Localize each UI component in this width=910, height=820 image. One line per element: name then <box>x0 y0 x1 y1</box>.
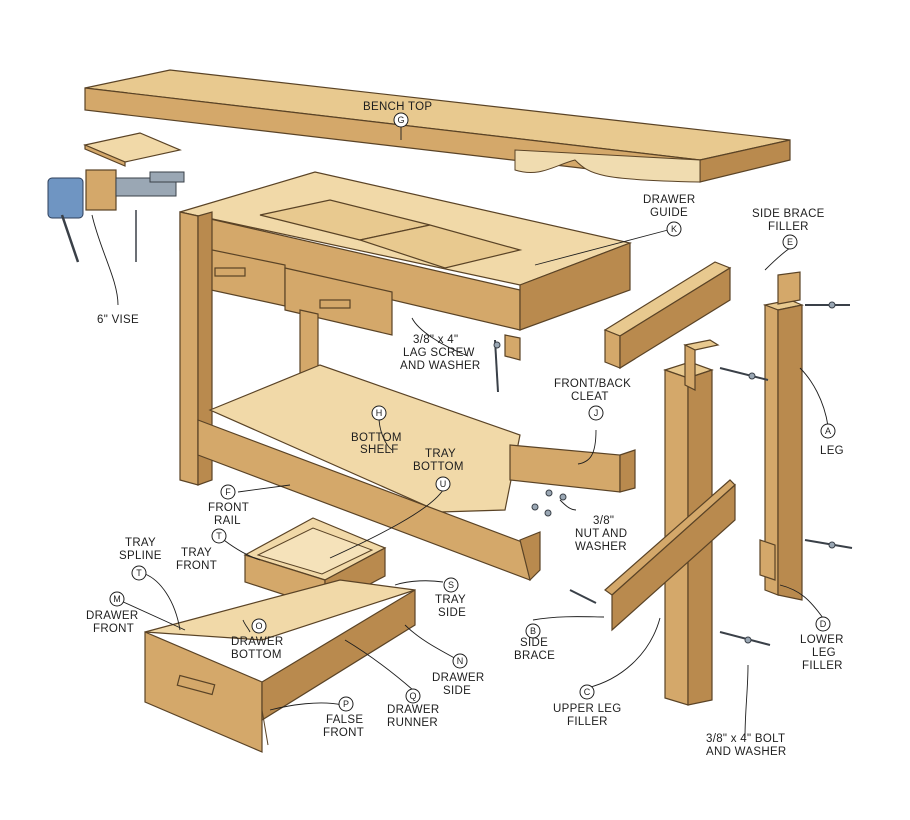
svg-text:P: P <box>343 699 349 709</box>
badge-t-front: T <box>211 528 227 544</box>
badges: G K E H J U A F T T M O S B D N Q P C <box>109 112 836 712</box>
badge-g: G <box>393 112 409 128</box>
label-side-brace-filler-2: FILLER <box>768 221 809 233</box>
label-upper-leg-filler-2: FILLER <box>567 716 608 728</box>
label-drawer-bottom-1: DRAWER <box>231 636 283 648</box>
svg-text:D: D <box>820 619 827 629</box>
svg-text:T: T <box>216 531 222 541</box>
label-vise: 6" VISE <box>97 314 139 326</box>
badge-u: U <box>435 476 451 492</box>
svg-text:B: B <box>530 626 536 636</box>
label-false-front-1: FALSE <box>326 714 363 726</box>
svg-text:J: J <box>594 408 599 418</box>
bench-top-part <box>84 69 791 183</box>
badge-n: N <box>452 653 468 669</box>
bench-frame <box>179 171 636 582</box>
drawer-part <box>144 579 416 753</box>
leader-lines <box>91 125 829 739</box>
label-bottom-shelf-2: SHELF <box>360 444 399 456</box>
label-leg: LEG <box>820 445 844 457</box>
label-drawer-runner-1: DRAWER <box>387 704 439 716</box>
badge-m: M <box>109 591 125 607</box>
svg-text:E: E <box>787 237 793 247</box>
label-bolt-1: 3/8" x 4" BOLT <box>706 733 785 745</box>
label-drawer-front-1: DRAWER <box>86 610 138 622</box>
label-drawer-side-1: DRAWER <box>432 672 484 684</box>
vise-part <box>47 132 185 263</box>
label-bench-top: BENCH TOP <box>363 101 432 113</box>
svg-text:M: M <box>113 594 121 604</box>
label-side-brace-2: BRACE <box>514 650 555 662</box>
label-false-front-2: FRONT <box>323 727 364 739</box>
svg-text:G: G <box>397 115 404 125</box>
label-side-brace-filler-1: SIDE BRACE <box>752 208 825 220</box>
label-lower-leg-filler-3: FILLER <box>802 660 843 672</box>
badge-p: P <box>338 696 354 712</box>
label-lag-1: 3/8" x 4" <box>413 334 458 346</box>
badge-h: H <box>371 405 387 421</box>
badge-d: D <box>815 616 831 632</box>
label-cleat-2: CLEAT <box>571 391 609 403</box>
label-tray-front-1: TRAY <box>181 547 212 559</box>
svg-text:T: T <box>136 568 142 578</box>
label-tray-bottom-1: TRAY <box>425 448 456 460</box>
label-lower-leg-filler-2: LEG <box>812 647 836 659</box>
badge-t-spline: T <box>131 565 147 581</box>
svg-text:K: K <box>671 224 677 234</box>
badge-e: E <box>782 234 798 250</box>
svg-text:N: N <box>457 656 464 666</box>
label-nut-1: 3/8" <box>593 515 614 527</box>
badge-o: O <box>251 618 267 634</box>
labels: BENCH TOP 6" VISE DRAWER GUIDE SIDE BRAC… <box>86 101 844 758</box>
label-front-rail-2: RAIL <box>214 515 241 527</box>
badge-q: Q <box>405 688 421 704</box>
label-lag-3: AND WASHER <box>400 360 481 372</box>
label-tray-front-2: FRONT <box>176 560 217 572</box>
label-lower-leg-filler-1: LOWER <box>800 634 844 646</box>
label-upper-leg-filler-1: UPPER LEG <box>553 703 622 715</box>
label-bolt-2: AND WASHER <box>706 746 787 758</box>
svg-text:O: O <box>255 621 262 631</box>
label-tray-bottom-2: BOTTOM <box>413 461 464 473</box>
label-tray-side-1: TRAY <box>435 594 466 606</box>
side-brace-filler-part <box>603 261 732 370</box>
label-nut-2: NUT AND <box>575 528 627 540</box>
label-drawer-front-2: FRONT <box>93 623 134 635</box>
svg-text:Q: Q <box>409 691 416 701</box>
label-bottom-shelf-1: BOTTOM <box>351 432 402 444</box>
badge-c: C <box>579 684 595 700</box>
svg-text:U: U <box>440 479 447 489</box>
label-front-rail-1: FRONT <box>208 502 249 514</box>
badge-s: S <box>443 577 459 593</box>
badge-b: B <box>525 623 541 639</box>
badge-k: K <box>666 221 682 237</box>
label-drawer-guide-2: GUIDE <box>650 207 688 219</box>
svg-text:H: H <box>376 408 383 418</box>
label-tray-spline-1: TRAY <box>125 537 156 549</box>
hardware <box>493 301 853 646</box>
svg-text:F: F <box>225 487 231 497</box>
label-lag-2: LAG SCREW <box>403 347 475 359</box>
label-drawer-runner-2: RUNNER <box>387 717 438 729</box>
front-leg-assembly <box>604 339 776 706</box>
label-drawer-side-2: SIDE <box>443 685 471 697</box>
label-drawer-guide-1: DRAWER <box>643 194 695 206</box>
label-tray-spline-2: SPLINE <box>119 550 162 562</box>
label-cleat-1: FRONT/BACK <box>554 378 631 390</box>
svg-text:S: S <box>448 580 454 590</box>
label-tray-side-2: SIDE <box>438 607 466 619</box>
badge-f: F <box>220 484 236 500</box>
label-side-brace-1: SIDE <box>520 637 548 649</box>
label-nut-3: WASHER <box>575 541 627 553</box>
badge-a: A <box>820 423 836 439</box>
label-drawer-bottom-2: BOTTOM <box>231 649 282 661</box>
badge-j: J <box>588 405 604 421</box>
leg-part <box>762 271 805 601</box>
svg-text:C: C <box>584 687 591 697</box>
svg-text:A: A <box>825 426 831 436</box>
